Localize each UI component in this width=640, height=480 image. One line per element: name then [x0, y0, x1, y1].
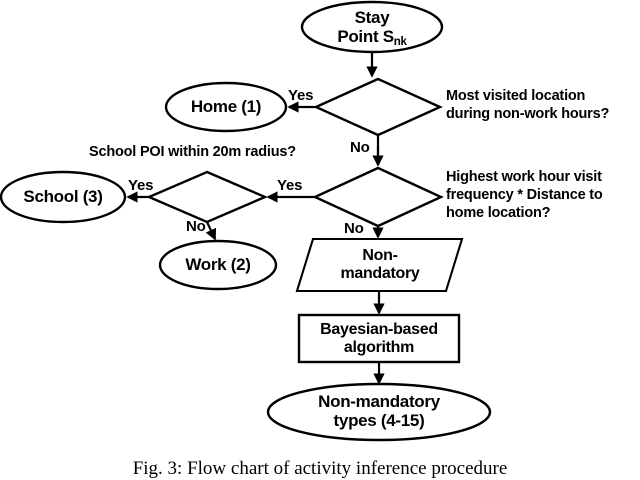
edge-label-decision1-yes: Yes: [288, 87, 314, 104]
node-school-shape: [0, 170, 127, 224]
result-line1: Non-mandatory: [318, 392, 440, 412]
decision-2-question: School POI within 20m radius?: [89, 143, 389, 161]
node-decision-1-shape: [313, 77, 443, 137]
non-mandatory-line1: Non-: [362, 247, 398, 265]
node-bayesian-shape: [297, 313, 461, 364]
node-stay-point-label: Stay Point Snk: [302, 6, 442, 50]
edge-label-decision3-yes: Yes: [277, 177, 303, 194]
node-school-label: School (3): [23, 186, 103, 206]
decision-3-question-line3: home location?: [446, 205, 551, 222]
node-home-label: Home (1): [190, 96, 262, 116]
node-decision-2-shape: [145, 170, 269, 224]
result-line2: types (4-15): [333, 411, 425, 430]
node-result-label: Non-mandatory types (4-15): [279, 389, 479, 435]
stay-point-line1: Stay: [354, 8, 390, 28]
decision-1-question-line2: during non-work hours?: [446, 106, 610, 123]
stay-point-line2: Point Snk: [337, 27, 407, 48]
edge-label-decision1-no: No: [350, 139, 370, 156]
figure-caption: Fig. 3: Flow chart of activity inference…: [132, 458, 508, 479]
decision-3-question: Highest work hour visit frequency * Dist…: [446, 168, 638, 222]
decision-3-question-line1: Highest work hour visit: [446, 169, 602, 185]
node-non-mandatory-label: Non- mandatory: [315, 243, 445, 287]
decision-3-question-line2: frequency * Distance to: [446, 187, 603, 204]
edge-decision2-to-work: [205, 221, 217, 241]
decision-1-question-line1: Most visited location: [446, 88, 586, 104]
node-bayesian-label: Bayesian-based algorithm: [299, 317, 459, 360]
edge-label-decision2-no: No: [186, 218, 206, 235]
decision-1-question: Most visited location during non-work ho…: [446, 87, 636, 123]
stay-point-subscript: nk: [393, 35, 407, 48]
non-mandatory-line2: mandatory: [340, 265, 420, 282]
node-work-shape: [158, 239, 278, 291]
stay-point-line2-prefix: Point S: [337, 27, 394, 46]
edge-label-decision3-no: No: [344, 220, 364, 237]
decision-2-question-line1: School POI within 20m radius?: [89, 144, 296, 160]
edge-label-decision2-yes: Yes: [128, 177, 154, 194]
node-decision-3-shape: [312, 166, 444, 228]
node-home-shape: [164, 81, 288, 133]
bayesian-line2: algorithm: [343, 338, 415, 356]
node-work-label: Work (2): [185, 254, 251, 274]
bayesian-line1: Bayesian-based: [320, 320, 438, 338]
node-non-mandatory-shape: [295, 237, 464, 293]
